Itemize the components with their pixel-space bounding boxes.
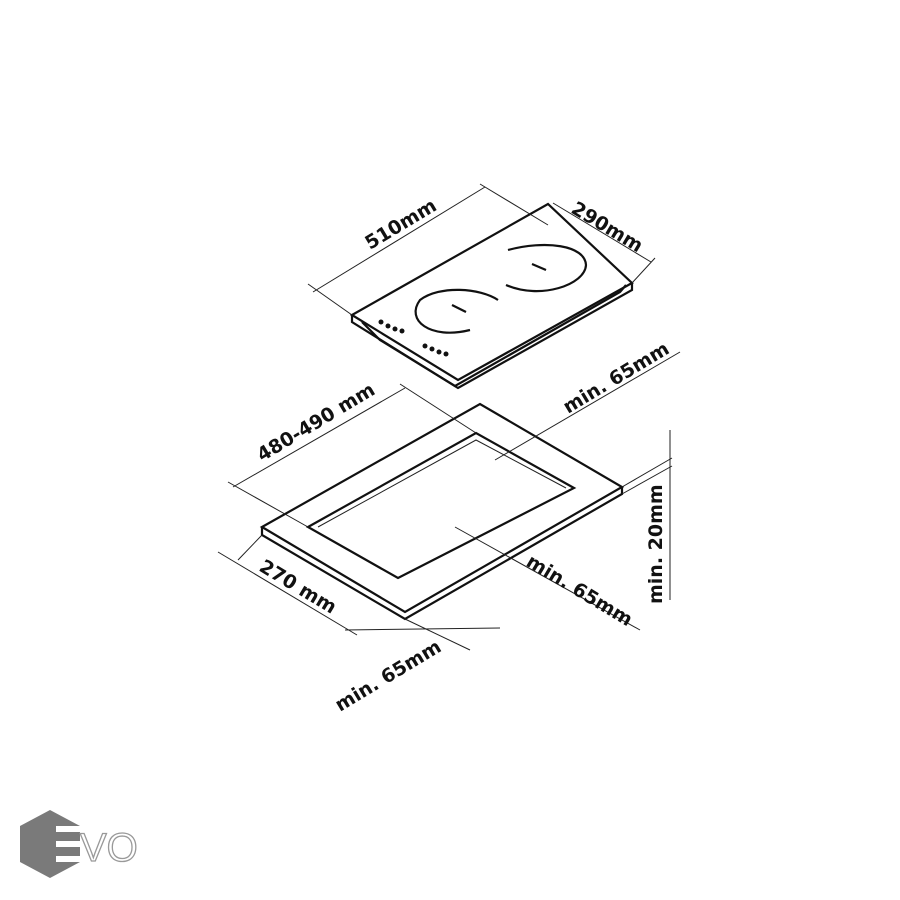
logo-text: VO — [80, 826, 138, 870]
countertop-cutout — [217, 351, 681, 651]
burner-back — [505, 243, 588, 293]
label-cooktop-width: 290mm — [567, 197, 646, 257]
cutout-opening — [305, 431, 577, 580]
burner-front — [414, 288, 499, 334]
control-knobs — [378, 319, 449, 357]
label-cooktop-length: 510mm — [361, 195, 440, 255]
label-clearance-back: min. 65mm — [559, 338, 673, 419]
label-cutout-length: 480-490 mm — [253, 379, 379, 467]
label-clearance-front: min. 65mm — [331, 636, 445, 717]
label-clearance-side: min. 65mm — [522, 550, 636, 631]
cooktop — [307, 183, 656, 390]
label-countertop-thickness: min. 20mm — [645, 484, 667, 604]
evo-logo: VO — [20, 810, 138, 878]
